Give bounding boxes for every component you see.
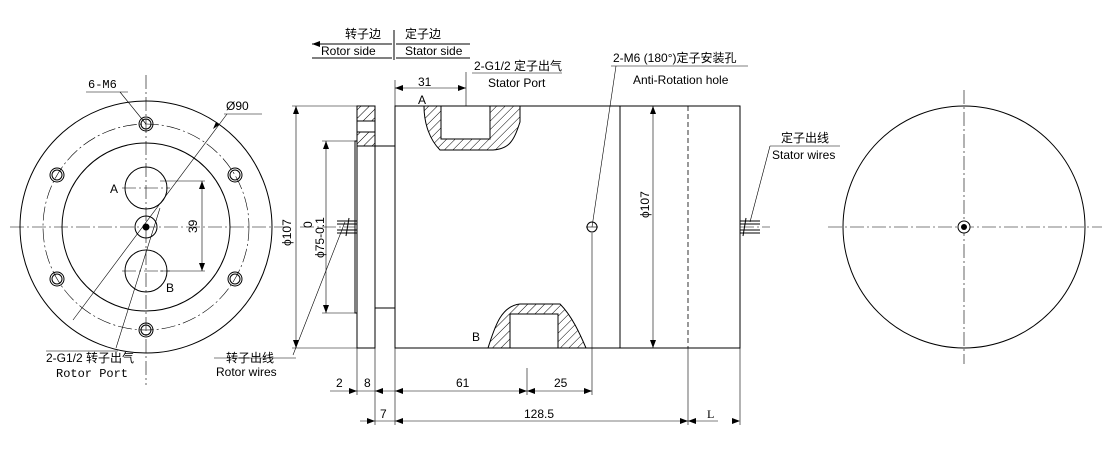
stator-port-cn: 2-G1/2 定子出气 <box>474 58 562 73</box>
side-section-view: A B ϕ107 0 ϕ75-0.1 <box>214 50 840 425</box>
dia-107-left: ϕ107 <box>280 219 294 246</box>
rotor-port-en: Rotor Port <box>56 367 128 381</box>
rotor-port-cn: 2-G1/2 转子出气 <box>46 350 134 365</box>
stator-wires-en: Stator wires <box>772 148 835 162</box>
bolt-callout: 6-M6 <box>88 78 117 92</box>
bolt-hole <box>227 271 243 287</box>
dim-8: 8 <box>364 376 371 390</box>
flange-end-view: 39 A B 6-M6 Ø90 2-G1/2 转子出气 Rotor Port <box>10 75 290 385</box>
stator-port-a <box>440 105 491 140</box>
bolt-hole <box>49 271 65 287</box>
port-a-label: A <box>110 182 118 196</box>
rotor-side-en: Rotor side <box>321 44 376 58</box>
stator-wires-cn: 定子出线 <box>781 130 829 145</box>
port-spacing-39: 39 <box>186 219 200 233</box>
flange-outer-circle <box>19 100 273 354</box>
pilot-boss <box>354 140 358 314</box>
side-port-b-label: B <box>472 330 480 344</box>
hole-callout-cn: 2-M6 (180°)定子安装孔 <box>613 50 737 65</box>
stator-port-en: Stator Port <box>488 76 546 90</box>
bolt-hole <box>49 167 65 183</box>
pilot-tol-upper: 0 <box>301 221 315 228</box>
stator-outer-circle <box>842 105 1086 349</box>
stator-side-cn: 定子边 <box>405 26 441 41</box>
port-b-label: B <box>166 281 174 295</box>
dim-31: 31 <box>418 75 432 89</box>
dim-61: 61 <box>456 376 470 390</box>
dim-25: 25 <box>554 376 568 390</box>
rotor-wires-cn: 转子出线 <box>226 350 274 365</box>
dim-128-5: 128.5 <box>524 407 554 421</box>
stator-side-en: Stator side <box>405 44 463 58</box>
side-header: 转子边 Rotor side 定子边 Stator side <box>312 26 470 60</box>
bolt-hole <box>227 167 243 183</box>
flange-inner-circle <box>61 142 231 312</box>
stator-end-view <box>828 90 1102 364</box>
hole-callout-en: Anti-Rotation hole <box>633 73 729 87</box>
pilot-diameter: ϕ75-0.1 <box>313 217 327 258</box>
bolt-hole <box>138 322 154 338</box>
side-port-a-label: A <box>418 93 426 107</box>
dim-7: 7 <box>380 407 387 421</box>
dia-107-right: ϕ107 <box>638 191 652 218</box>
bolt-circle-diameter: Ø90 <box>226 99 249 113</box>
dim-L: L <box>707 407 714 421</box>
dim-2: 2 <box>336 376 343 390</box>
rotor-side-cn: 转子边 <box>345 26 381 41</box>
center-wire-hole <box>134 215 158 239</box>
bolt-hole <box>138 116 154 132</box>
rotor-wires-en: Rotor wires <box>216 365 277 379</box>
stator-port-b <box>509 313 559 349</box>
flange-hub <box>374 145 396 309</box>
